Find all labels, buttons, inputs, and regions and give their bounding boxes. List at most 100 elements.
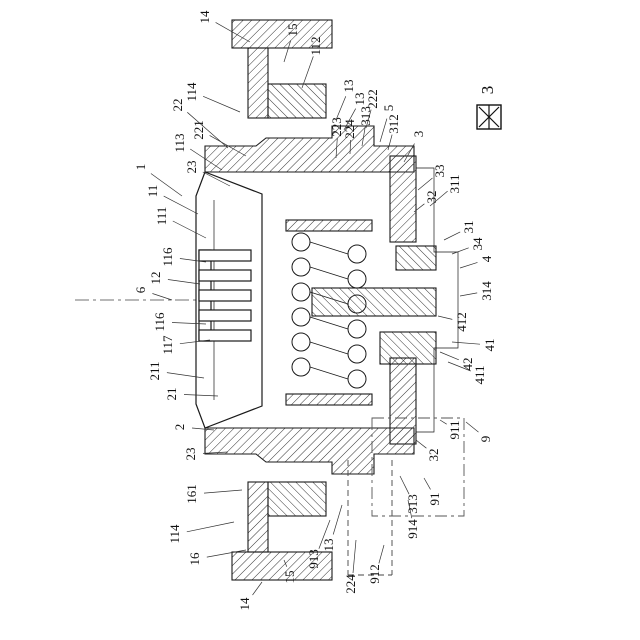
leader-line-313 <box>361 126 366 147</box>
leader-line-5 <box>379 118 388 143</box>
leader-line-314 <box>459 292 478 297</box>
figure-kanji-icon <box>476 104 502 130</box>
reference-number-13: 13 <box>321 539 336 552</box>
reference-number-6: 6 <box>133 286 148 293</box>
leader-line-224 <box>352 539 357 574</box>
reference-number-113: 113 <box>172 133 187 152</box>
leader-line-313 <box>399 475 410 495</box>
reference-number-161: 161 <box>184 484 199 504</box>
leader-line-13 <box>332 504 343 535</box>
reference-number-114: 114 <box>167 524 182 544</box>
reference-number-14: 14 <box>197 10 212 24</box>
part-valve-stem <box>311 287 437 317</box>
part-bottom-rail <box>231 551 333 581</box>
reference-number-911: 911 <box>447 420 462 439</box>
leader-line-112 <box>301 56 314 89</box>
cross-section-drawing <box>75 19 465 581</box>
leader-line-15 <box>283 40 292 63</box>
reference-number-313: 313 <box>358 106 373 126</box>
part-spring-seat-top <box>285 219 373 232</box>
leader-line-15 <box>283 559 288 567</box>
reference-number-211: 211 <box>147 361 162 380</box>
reference-number-312: 312 <box>386 114 401 134</box>
leader-line-2 <box>191 427 215 431</box>
leader-line-32 <box>413 203 425 213</box>
reference-number-5: 5 <box>381 105 396 112</box>
leader-line-33 <box>417 177 433 191</box>
leader-line-13 <box>335 96 347 121</box>
leader-line-111 <box>172 220 207 239</box>
leader-line-114 <box>202 95 241 113</box>
part-finger <box>198 309 252 322</box>
leader-line-116 <box>171 322 207 325</box>
reference-number-111: 111 <box>154 207 169 226</box>
part-top-cap-112 <box>267 83 327 119</box>
reference-number-22: 22 <box>170 99 185 112</box>
part-finger <box>198 269 252 282</box>
leader-line-1 <box>150 173 183 197</box>
part-bottom-cap <box>267 481 327 517</box>
reference-number-13: 13 <box>352 93 367 106</box>
reference-number-42: 42 <box>460 358 475 371</box>
part-hidden-pipe <box>347 460 393 576</box>
leader-line-113 <box>190 148 223 171</box>
reference-number-91: 91 <box>427 493 442 506</box>
leader-line-912 <box>378 544 385 564</box>
leader-line-913 <box>318 519 331 549</box>
leader-line-41 <box>451 341 481 345</box>
leader-line-224 <box>349 139 351 155</box>
part-spring-seat-bottom <box>285 393 373 406</box>
leader-line-21 <box>183 394 219 397</box>
leader-line-14 <box>252 581 263 596</box>
reference-number-223: 223 <box>329 117 344 137</box>
leader-line-117 <box>179 339 211 345</box>
part-right-post-upper <box>389 155 417 243</box>
part-bottom-flange <box>231 481 333 581</box>
reference-number-1: 1 <box>133 164 148 171</box>
reference-number-222: 222 <box>365 89 380 109</box>
leader-line-222 <box>365 109 372 129</box>
reference-number-31: 31 <box>461 221 476 234</box>
reference-number-33: 33 <box>432 165 447 178</box>
reference-number-32: 32 <box>426 449 441 462</box>
leader-line-3 <box>403 143 415 163</box>
leader-line-161 <box>203 489 243 494</box>
reference-number-412: 412 <box>454 312 469 332</box>
reference-number-112: 112 <box>308 36 323 55</box>
reference-number-314: 314 <box>479 281 494 301</box>
leader-line-114 <box>186 521 235 533</box>
leader-line-411 <box>447 361 471 372</box>
part-finger <box>198 329 252 342</box>
reference-number-13: 13 <box>341 80 356 93</box>
leader-line-311 <box>429 190 448 207</box>
leader-line-914 <box>407 499 413 519</box>
reference-number-3: 3 <box>411 131 426 138</box>
leader-line-32 <box>415 439 427 449</box>
reference-number-224: 224 <box>343 574 358 594</box>
figure-number: 3 <box>478 86 497 95</box>
part-top-rail-leg <box>247 47 269 119</box>
leader-line-116 <box>179 258 207 263</box>
reference-number-117: 117 <box>160 335 175 355</box>
reference-number-912: 912 <box>367 564 382 584</box>
leader-line-16 <box>206 549 247 558</box>
figure-label: 3 <box>476 86 502 130</box>
leader-line-23 <box>202 171 231 187</box>
leader-line-223 <box>335 137 338 159</box>
part-bottom-rail-leg <box>247 481 269 553</box>
part-phantom-fitting <box>371 417 465 517</box>
part-housing-top-band <box>204 125 415 173</box>
reference-labels: 1415112114222211132311111111612611611721… <box>133 10 497 611</box>
leader-line-4 <box>459 262 478 269</box>
reference-number-4: 4 <box>479 255 494 262</box>
leader-line-11 <box>163 195 199 215</box>
reference-number-16: 16 <box>187 552 202 566</box>
reference-number-14: 14 <box>237 597 252 611</box>
leader-line-312 <box>387 134 393 151</box>
reference-number-116: 116 <box>160 247 175 267</box>
leader-line-412 <box>437 315 453 320</box>
reference-number-2: 2 <box>172 424 187 431</box>
leader-line-34 <box>451 247 469 255</box>
